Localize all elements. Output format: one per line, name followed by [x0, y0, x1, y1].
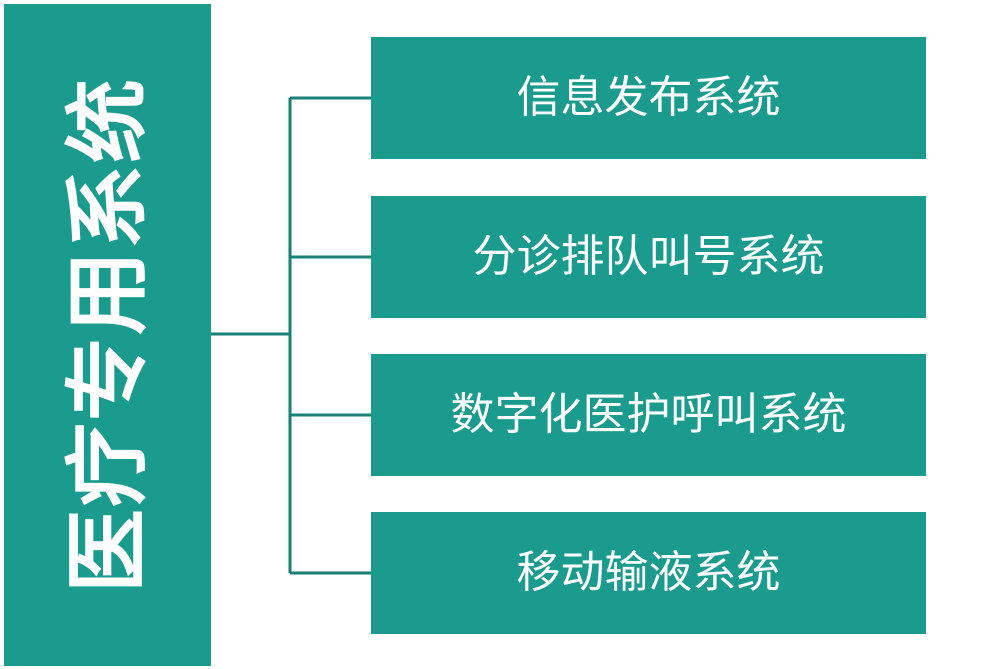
child-node-mobile-infusion: 移动输液系统: [371, 512, 926, 634]
child-label: 分诊排队叫号系统: [472, 231, 825, 282]
root-node: 医疗专用系统: [4, 4, 211, 666]
child-label: 数字化医护呼叫系统: [450, 389, 847, 440]
child-label: 移动输液系统: [516, 547, 781, 598]
child-node-info-publish: 信息发布系统: [371, 37, 926, 159]
root-label: 医疗专用系统: [58, 76, 157, 594]
child-node-triage-queue: 分诊排队叫号系统: [371, 196, 926, 318]
child-node-nurse-call: 数字化医护呼叫系统: [371, 354, 926, 476]
child-label: 信息发布系统: [516, 72, 781, 123]
